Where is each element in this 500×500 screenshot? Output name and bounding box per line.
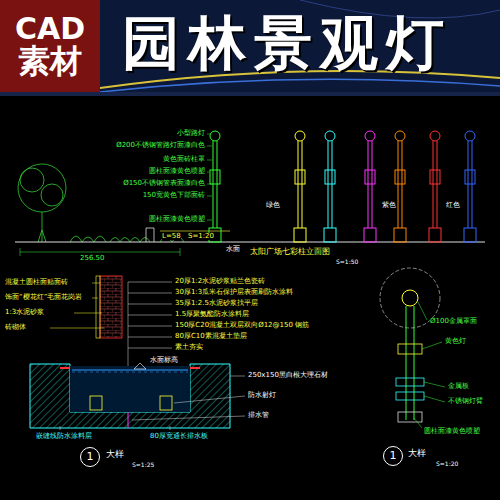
drawing-note: 80厚宽通长排水板 <box>150 433 208 440</box>
drawing-note: 30厚1:3瓜米石保护层表面刷防水涂料 <box>175 289 293 296</box>
drawing-note: 排水管 <box>248 412 269 419</box>
drawing-note: 256.50 <box>80 255 105 262</box>
drawing-note: 水面 <box>226 246 240 253</box>
drawing-note: S=1:50 <box>336 259 358 265</box>
drawing-note: 防水射灯 <box>248 392 276 399</box>
drawing-note: 砖砌体 <box>5 324 26 331</box>
drawing-note: 大样 <box>408 449 426 458</box>
drawing-note: S=1:20 <box>436 461 458 467</box>
drawing-note: 黄色面砖柱罩 <box>163 156 205 163</box>
node-text: 1 <box>87 451 94 463</box>
title: 园林景观灯 <box>122 14 452 72</box>
drawing-note: 小型路灯 <box>177 130 205 137</box>
drawing-note: 黄色灯 <box>445 338 466 345</box>
drawing-note: 20厚1:2水泥砂浆贴兰色瓷砖 <box>175 278 265 285</box>
drawing-note: 绿色 <box>266 202 280 209</box>
drawing-note: 紫色 <box>382 202 396 209</box>
drawing-note: 混凝土圆柱面贴面砖 <box>5 279 68 286</box>
node-text: 1 <box>390 450 397 462</box>
drawing-note: 1:3水泥砂浆 <box>5 309 44 316</box>
node-text: 素材 <box>18 45 82 79</box>
callout-circle: 1 <box>80 447 100 467</box>
drawing-note: 1.5厚聚氨酯防水涂料层 <box>175 311 249 318</box>
drawing-note: 金属板 <box>448 383 469 390</box>
drawing-note: 嵌缝线防水涂料层 <box>36 433 92 440</box>
drawing-note: 红色 <box>446 202 460 209</box>
drawing-note: 150宽黄色下部面砖 <box>143 192 205 199</box>
drawing-note: S=1:25 <box>132 462 154 468</box>
drawing-note: 圆柱面漆黄色喷塑 <box>149 216 205 223</box>
drawing-note: S=1:20 <box>188 233 214 240</box>
badge-box: CAD素材 <box>0 0 100 92</box>
drawing-note: L=58 <box>162 233 181 240</box>
drawing-note: Ø200不锈钢管路灯面漆白色 <box>116 142 205 149</box>
drawing-note: 水面标高 <box>150 357 178 364</box>
drawing-note: Ø100金属罩面 <box>430 318 477 325</box>
callout-circle: 1 <box>383 446 403 466</box>
drawing-note: 250x150黑白根大理石材 <box>248 372 328 379</box>
drawing-note: 圆柱面漆黄色喷塑 <box>424 428 480 435</box>
drawing-note: 35厚1:2.5水泥砂浆找平层 <box>175 300 258 307</box>
drawing-note: 80厚C10素混凝土垫层 <box>175 333 247 340</box>
drawing-note: 太阳广场七彩柱立面图 <box>250 248 330 256</box>
drawing-note: 大样 <box>106 450 124 459</box>
drawing-note: 素土夯实 <box>175 344 203 351</box>
drawing-note: 圆柱面漆黄色喷塑 <box>149 168 205 175</box>
node-text: CAD <box>15 13 85 45</box>
drawing-note: Ø150不锈钢管表面漆白色 <box>123 180 205 187</box>
drawing-note: 150厚C20混凝土双层双向Ø12@150 钢筋 <box>175 322 309 329</box>
drawing-note: 饰面“樱花红”毛面花岗岩 <box>5 294 82 301</box>
drawing-note: 不锈钢灯臂 <box>448 398 483 405</box>
